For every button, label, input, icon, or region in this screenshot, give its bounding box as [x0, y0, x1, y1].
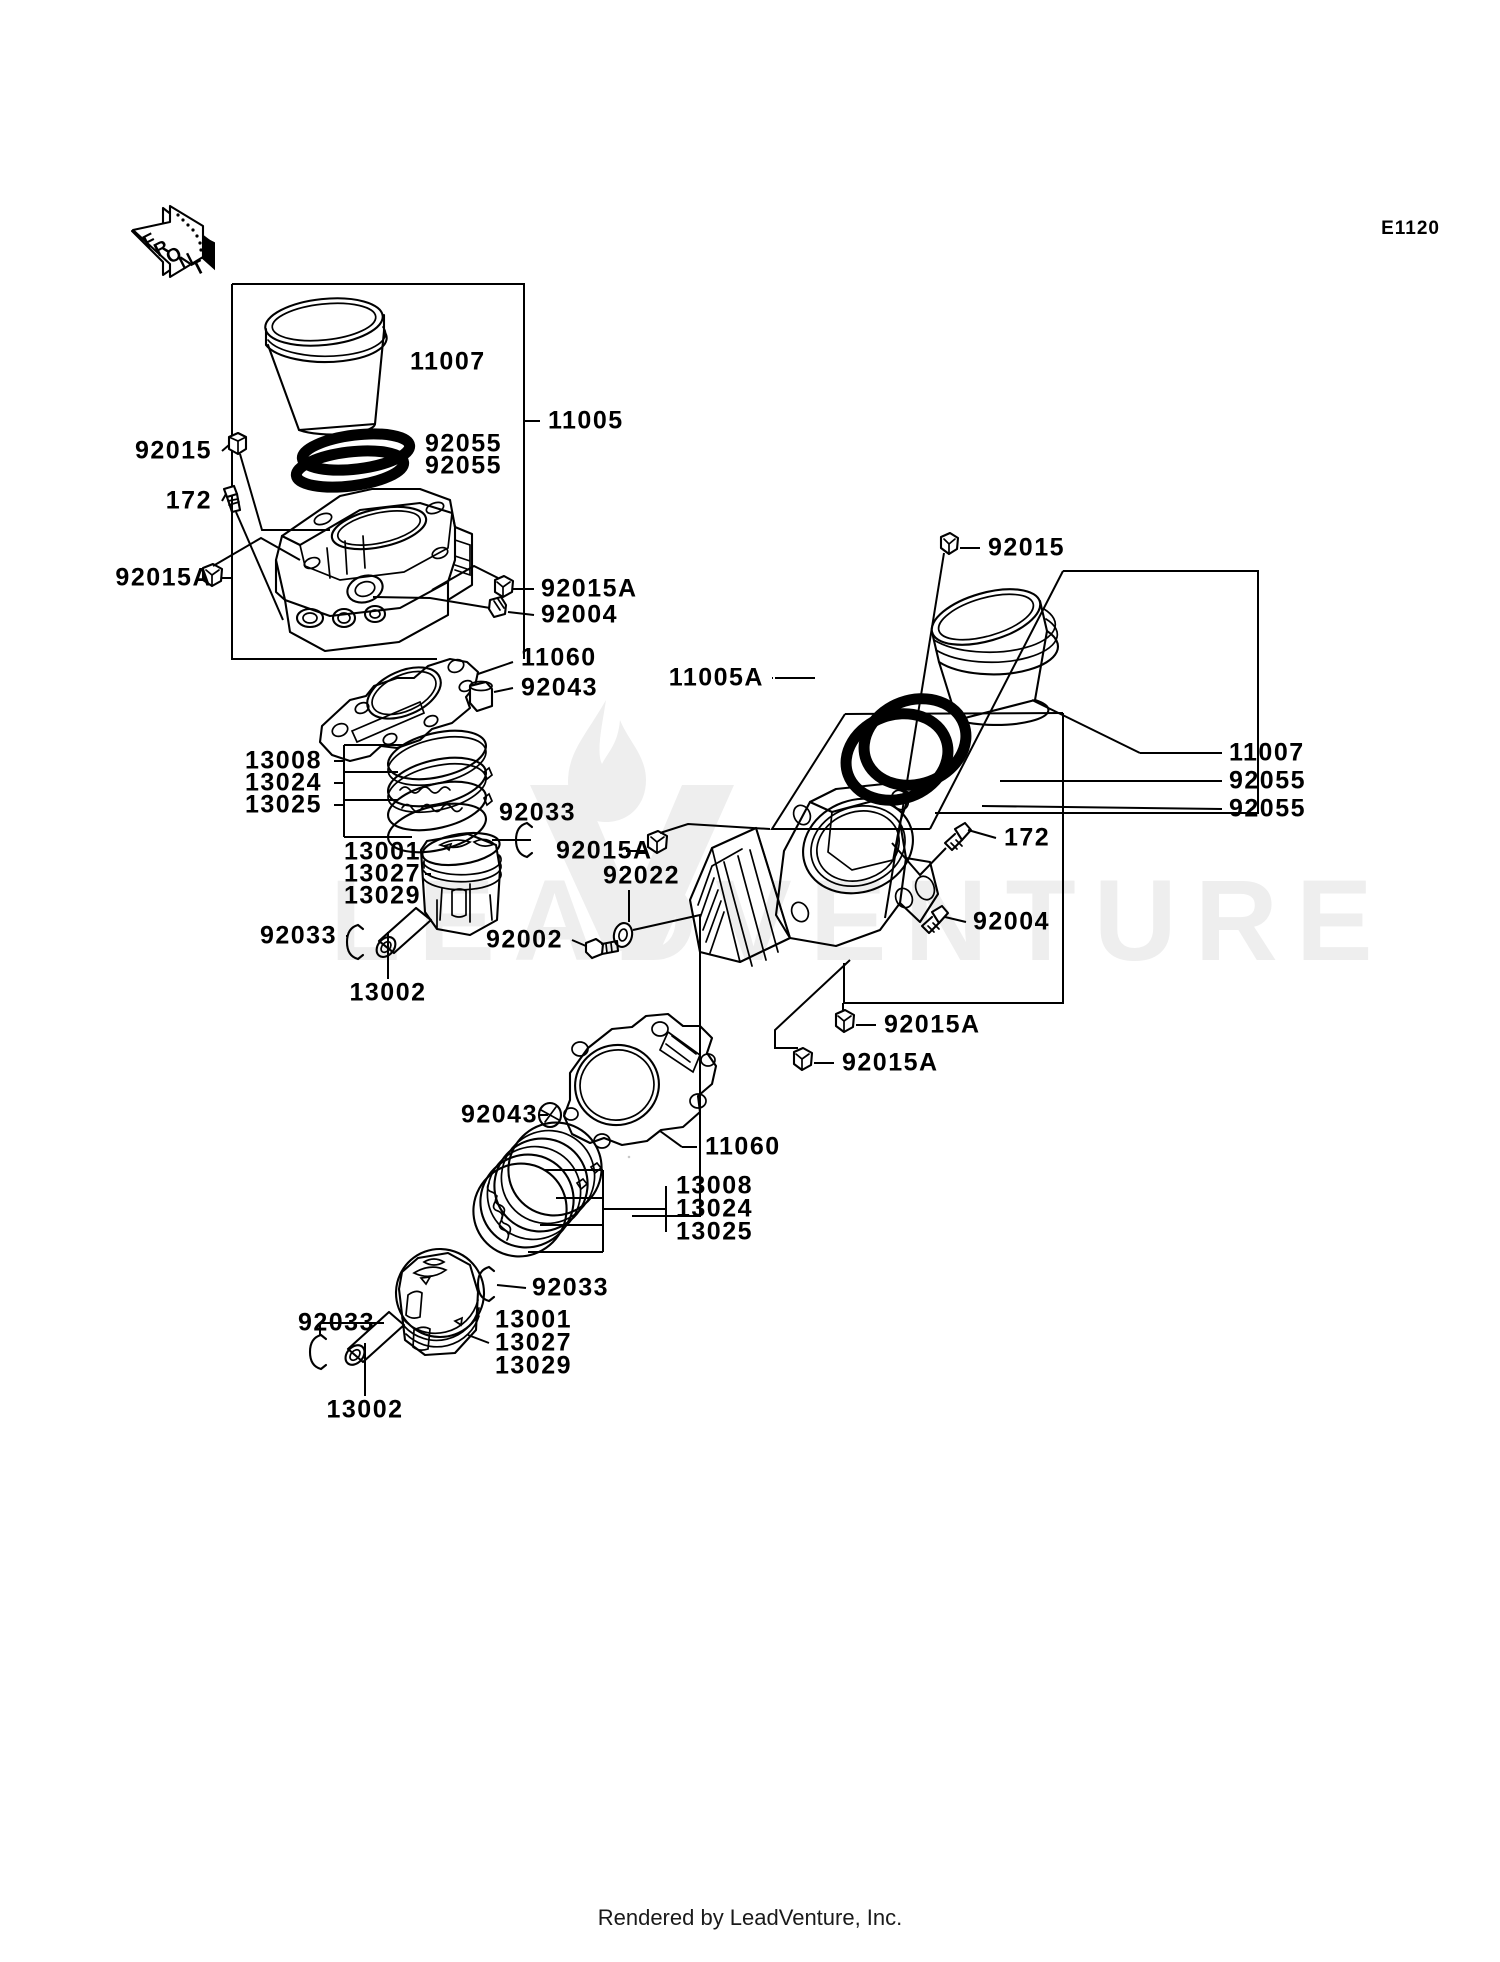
- dowel-pin-92043-front: [468, 680, 494, 713]
- piston-pin-front: [375, 906, 433, 958]
- callout-13029-rear: 13029: [495, 1351, 573, 1380]
- callout-92004-rear: 92004: [973, 907, 1051, 936]
- callout-92055-rear-upper: 92055: [1229, 766, 1307, 795]
- callout-11007-rear: 11007: [1229, 738, 1305, 767]
- callout-11060-rear: 11060: [705, 1132, 781, 1161]
- stud-bolt-92004-rear: [920, 904, 950, 935]
- callout-92015a-rear-1: 92015A: [884, 1010, 981, 1039]
- callout-92033-left: 92033: [259, 921, 337, 950]
- snap-ring-92033-rear-right: [476, 1265, 496, 1303]
- snap-ring-92033-front-left: [345, 923, 365, 961]
- callout-13025-rear: 13025: [676, 1217, 754, 1246]
- dowel-pin-92043-rear: [537, 1101, 563, 1129]
- callout-92033-rear-right: 92033: [532, 1273, 610, 1302]
- nut-92015a-front-left: [201, 562, 224, 588]
- nut-92015a-rear-mid: [646, 829, 669, 855]
- diagram-code: E1120: [1381, 218, 1440, 239]
- callout-13027: 13027: [343, 859, 421, 888]
- callout-92033-rear-left: 92033: [297, 1308, 375, 1337]
- o-ring-pair-rear: [840, 693, 972, 806]
- cylinder-sleeve-rear: [930, 588, 1060, 727]
- piston-front: [419, 831, 502, 937]
- bolt-92002: [584, 937, 620, 960]
- callout-13025: 13025: [244, 790, 322, 819]
- callout-13008-rear: 13008: [676, 1171, 754, 1200]
- callout-13027-rear: 13027: [495, 1328, 573, 1357]
- callout-11060: 11060: [521, 643, 597, 672]
- o-ring-pair-front: [290, 428, 416, 493]
- callout-92055-upper: 92055: [425, 429, 503, 458]
- callout-13002-rear: 13002: [326, 1395, 404, 1424]
- callout-92055-rear-lower: 92055: [1229, 794, 1307, 823]
- callout-92015: 92015: [134, 436, 212, 465]
- cylinder-base-gasket-rear: [562, 1012, 718, 1149]
- cylinder-assembly-front-group: [201, 283, 540, 979]
- callout-92043: 92043: [521, 673, 599, 702]
- callout-92004: 92004: [541, 600, 619, 629]
- callout-13008: 13008: [244, 746, 322, 775]
- piston-pin-rear: [344, 1310, 406, 1366]
- footer-attribution: Rendered by LeadVenture, Inc.: [597, 1905, 903, 1930]
- cylinder-assembly-rear-group: [571, 531, 1259, 1217]
- cylinder-block-rear: [688, 782, 940, 967]
- callout-13024: 13024: [244, 768, 322, 797]
- callout-92015a-rear-2: 92015A: [842, 1048, 939, 1077]
- callout-11007: 11007: [410, 347, 486, 376]
- stud-bolt-172-front: [222, 484, 242, 514]
- callout-92015a-right: 92015A: [541, 574, 638, 603]
- callout-92033-right: 92033: [499, 798, 577, 827]
- nut-92015-front: [227, 431, 248, 456]
- piston-ring-set-rear: [472, 1121, 603, 1258]
- callout-92015a-left: 92015A: [115, 563, 212, 592]
- nut-92015-rear: [939, 531, 960, 556]
- piston-rear: [394, 1247, 486, 1357]
- front-arrow-icon: F R O N T: [130, 204, 215, 280]
- callout-92022: 92022: [603, 861, 681, 890]
- nut-92015a-rear-2: [792, 1046, 814, 1072]
- cylinder-base-gasket-front: [318, 657, 480, 763]
- callout-172: 172: [165, 486, 212, 515]
- callout-13024-rear: 13024: [676, 1194, 754, 1223]
- callout-92015a-mid: 92015A: [556, 836, 653, 865]
- stud-bolt-92004-front: [487, 595, 508, 619]
- callout-92002: 92002: [485, 925, 563, 954]
- nut-92015a-front-right: [493, 574, 515, 599]
- rear-piston-parts-group: [308, 1012, 718, 1396]
- callout-13002: 13002: [349, 978, 427, 1007]
- callout-172-rear: 172: [1004, 823, 1051, 852]
- cylinder-sleeve-part: [264, 297, 388, 436]
- callout-92055-lower: 92055: [425, 451, 503, 480]
- stud-bolt-172-rear: [943, 821, 973, 852]
- washer-92022: [612, 922, 634, 1159]
- snap-ring-92033-rear-left: [308, 1333, 328, 1371]
- callout-92015-rear: 92015: [988, 533, 1066, 562]
- callout-11005a: 11005A: [668, 663, 764, 692]
- callout-11005: 11005: [548, 406, 624, 435]
- nut-92015a-rear-1: [834, 1008, 856, 1034]
- callout-13001: 13001: [343, 837, 421, 866]
- callout-92043-rear: 92043: [460, 1100, 538, 1129]
- callout-13001-rear: 13001: [495, 1305, 573, 1334]
- cylinder-block-front: [274, 487, 474, 653]
- callout-13029: 13029: [343, 881, 421, 910]
